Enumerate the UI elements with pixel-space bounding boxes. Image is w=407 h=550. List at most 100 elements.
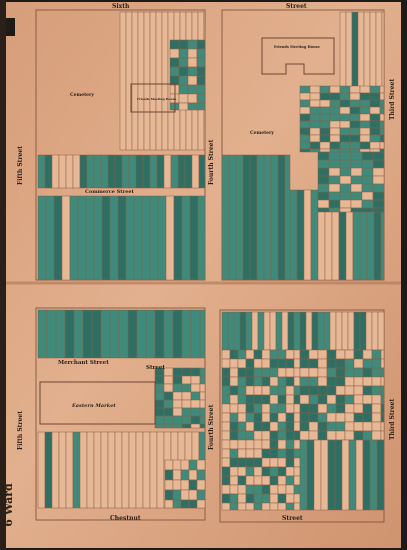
lot [163, 407, 174, 417]
lot [285, 502, 295, 511]
lot [350, 151, 363, 161]
lot [284, 154, 291, 281]
lot [349, 85, 361, 94]
lot [349, 120, 361, 129]
lot [379, 141, 385, 150]
lot [308, 349, 319, 360]
lot [359, 92, 371, 101]
lot [371, 376, 382, 387]
lot [261, 466, 271, 477]
lot [317, 311, 325, 351]
lot [187, 57, 198, 68]
lot [221, 484, 231, 495]
lot [344, 358, 355, 369]
lot [329, 85, 341, 94]
lot [328, 191, 341, 201]
lot [344, 412, 355, 423]
lot [339, 85, 351, 94]
plate-number-box [6, 18, 15, 36]
lot [229, 358, 239, 369]
lot [308, 376, 319, 387]
lot [269, 475, 279, 486]
lot [46, 309, 57, 359]
lot [309, 85, 321, 94]
lot [299, 349, 310, 360]
lot [181, 383, 192, 393]
lot [199, 383, 206, 393]
lot [91, 309, 102, 359]
lot-grid [37, 11, 385, 511]
lot [326, 421, 337, 432]
lot [380, 349, 385, 360]
lot [339, 207, 352, 213]
lot [335, 394, 346, 405]
lot [51, 431, 60, 509]
lot [328, 183, 341, 193]
lot [187, 75, 198, 86]
lot [299, 367, 310, 378]
feature-label-market: Eastern Market [71, 403, 116, 409]
lot [350, 191, 363, 201]
lot [317, 199, 330, 209]
lot [190, 367, 201, 377]
lot [309, 113, 321, 122]
lot [353, 367, 364, 378]
lot [121, 431, 130, 509]
lot [143, 11, 151, 151]
lot [371, 349, 382, 360]
lot [64, 309, 75, 359]
lot [269, 412, 279, 423]
lot [237, 430, 247, 441]
lot [253, 349, 263, 360]
lot [309, 148, 321, 153]
lot [317, 430, 328, 441]
lot [237, 385, 247, 396]
lot [362, 403, 373, 414]
street-label-commerce: Commerce Street [85, 189, 135, 195]
lot [149, 154, 158, 189]
lot [344, 376, 355, 387]
lot [170, 154, 179, 189]
lot [339, 120, 351, 129]
feature-labels: Cemetery Cemetery Eastern Market Friends… [70, 45, 321, 409]
lot [37, 154, 46, 189]
lot [317, 151, 330, 161]
lot [309, 120, 321, 129]
lot [245, 376, 255, 387]
lot [285, 448, 295, 459]
lot [361, 167, 374, 177]
lot [253, 394, 263, 405]
lot [296, 189, 305, 281]
lot [261, 421, 271, 432]
lot [245, 394, 255, 405]
lot [169, 57, 180, 68]
lot [229, 475, 239, 486]
lot [251, 311, 259, 351]
lot [359, 141, 371, 150]
lot [128, 154, 137, 189]
lot [196, 469, 206, 481]
lot [155, 11, 163, 151]
lot [269, 430, 279, 441]
lot [172, 459, 182, 471]
lot [372, 167, 385, 177]
lot [339, 99, 351, 108]
lot [339, 199, 352, 209]
lot [221, 475, 231, 486]
lot [350, 207, 363, 213]
lot [329, 106, 341, 115]
lot [142, 431, 151, 509]
lot [245, 466, 255, 477]
lot [181, 367, 192, 377]
lot [178, 57, 189, 68]
lot [293, 367, 301, 378]
lot [361, 191, 374, 201]
lot [362, 394, 373, 405]
street-label-sixth: Sixth [112, 3, 130, 10]
lot [379, 148, 385, 153]
lot [326, 385, 337, 396]
lot [306, 439, 315, 511]
lot [188, 499, 198, 509]
lot [221, 493, 231, 504]
